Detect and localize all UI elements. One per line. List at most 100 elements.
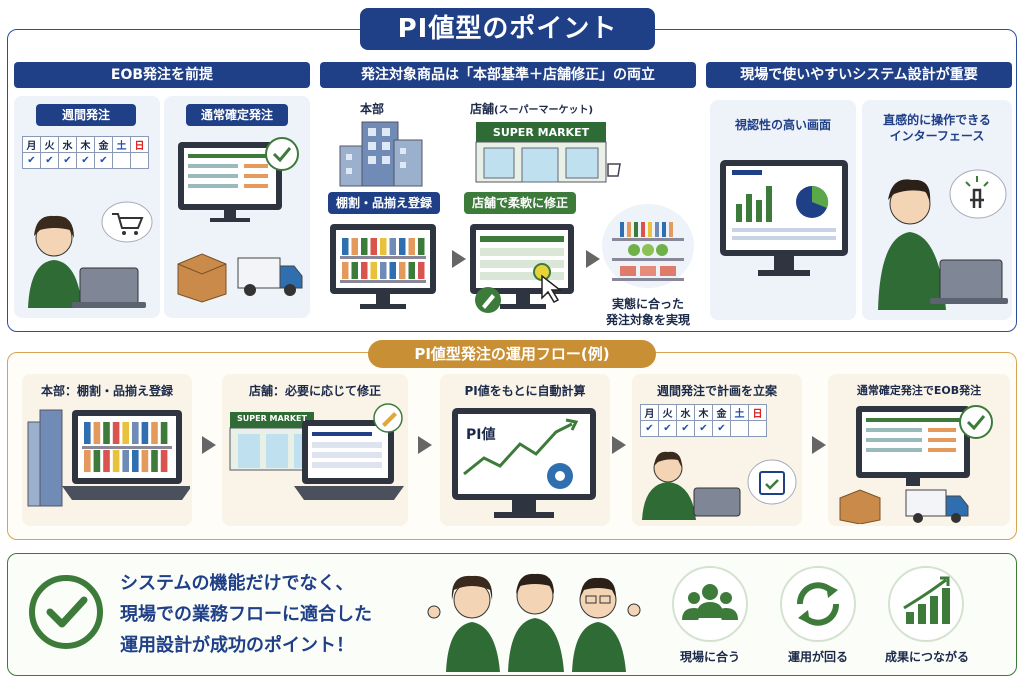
calendar-empty-cell (730, 420, 749, 437)
product-bottle (627, 222, 631, 237)
check-icon: ✔ (40, 152, 59, 169)
calendar-day: 火 (40, 136, 59, 153)
flow-step-3-label: PI値をもとに自動計算 (464, 384, 586, 398)
product-bottle (151, 422, 158, 444)
check-icon: ✔ (658, 420, 677, 437)
flow-step-4-label: 週間発注で計画を立案 (656, 384, 777, 398)
regular-card: 通常確定発注 (164, 96, 310, 318)
flow-header: PI値型発注の運用フロー(例) (368, 340, 656, 368)
product-bottle (399, 262, 406, 279)
check-icon: ✔ (712, 420, 731, 437)
product-bottle (132, 422, 139, 444)
product-bottle (370, 262, 377, 279)
product-bottle (399, 238, 406, 255)
calendar-day: 火 (658, 404, 677, 421)
store-sign: SUPER MARKET (492, 126, 590, 139)
check-icon: ✔ (76, 152, 95, 169)
calendar-empty-cell (748, 420, 767, 437)
flow-step-2: 店舗：必要に応じて修正 SUPER MARKET (222, 374, 408, 526)
product-bottle (641, 222, 645, 237)
icon-label-1: 現場に合う (679, 650, 740, 664)
dashboard-monitor-illustration (720, 160, 848, 276)
flow-arrow-3 (202, 436, 216, 454)
flow-arrow-4 (418, 436, 432, 454)
product-bottle (160, 450, 168, 472)
product-bottle (112, 450, 120, 472)
check-icon: ✔ (58, 152, 77, 169)
flow-step-1-label: 本部：棚割・品揃え登録 (40, 384, 173, 398)
product-bottle (620, 222, 624, 237)
growth-chart-icon (888, 566, 964, 642)
product-bottle (342, 262, 349, 279)
check-icon: ✔ (94, 152, 113, 169)
system-header: 現場で使いやすいシステム設計が重要 (706, 62, 1012, 88)
edit-monitor-illustration (470, 224, 574, 313)
product-bottle (151, 450, 158, 472)
flow-step-5-label: 通常確定発注でEOB発注 (856, 384, 982, 397)
flow-step-5: 通常確定発注でEOB発注 (828, 374, 1010, 526)
people-icon (672, 566, 748, 642)
flow-arrow-1 (452, 250, 466, 268)
summary-line-3: 運用設計が成功のポイント！ (120, 635, 354, 656)
product-bottle (84, 422, 91, 444)
flow-step-4: 週間発注で計画を立案 月火水木金土日 ✔✔✔✔✔ (632, 374, 802, 526)
pi-chart-monitor-illustration (452, 408, 596, 518)
product-bottle (342, 238, 349, 255)
cycle-icon (780, 566, 856, 642)
flow-store-sign: SUPER MARKET (237, 414, 307, 423)
product-bottle (370, 238, 377, 255)
hq-building-illustration (339, 121, 423, 187)
icon-label-3: 成果につながる (884, 650, 969, 664)
check-icon: ✔ (640, 420, 659, 437)
product-bottle (669, 222, 673, 237)
flow-step-2-label: 店舗：必要に応じて修正 (248, 384, 381, 398)
regular-label: 通常確定発注 (186, 104, 288, 126)
staff-trio-illustration (427, 573, 641, 672)
modify-label: 店舗で柔軟に修正 (464, 192, 576, 214)
flow-step-1: 本部：棚割・品揃え登録 (22, 374, 192, 526)
product-bottle (648, 222, 652, 237)
calendar-day: 水 (58, 136, 77, 153)
product-bottle (351, 262, 358, 279)
product-bottle (93, 450, 101, 472)
operator-laptop-illustration (878, 169, 1008, 310)
page-title: PI値型のポイント (360, 8, 655, 50)
check-icon: ✔ (22, 152, 41, 169)
summary-message: システムの機能だけでなく、 現場での業務フローに適合した 運用設計が成功のポイン… (120, 568, 420, 661)
product-bottle (361, 262, 368, 279)
calendar-day: 木 (76, 136, 95, 153)
intuitive-card: 直感的に操作できる インターフェース (862, 100, 1012, 320)
calendar-empty-cell (112, 152, 131, 169)
calendar-day: 金 (712, 404, 731, 421)
calendar-day: 金 (94, 136, 113, 153)
summary-line-1: システムの機能だけでなく、 (120, 573, 354, 594)
shelf-monitor-illustration (330, 224, 436, 309)
store-laptop-illustration (229, 403, 404, 500)
product-bottle (103, 422, 110, 444)
cart-bubble-icon (101, 201, 153, 243)
weekly-card: 週間発注 月火水木金土日 ✔✔✔✔✔ (14, 96, 160, 318)
planner-illustration (642, 451, 797, 520)
product-bottle (122, 422, 129, 444)
flow-arrow-6 (812, 436, 826, 454)
monitor-list-illustration (178, 137, 299, 222)
hq-laptop-illustration (27, 409, 190, 507)
calendar-day: 月 (640, 404, 659, 421)
product-bottle (132, 450, 139, 472)
calendar-day: 水 (676, 404, 695, 421)
product-bottle (84, 450, 91, 472)
product-bottle (418, 238, 425, 255)
check-icon: ✔ (676, 420, 695, 437)
product-bottle (361, 238, 368, 255)
pi-chart-label: PI値 (466, 427, 496, 443)
shelf-label: 棚割・品揃え登録 (328, 192, 440, 214)
product-bottle (408, 238, 415, 255)
intuitive-label: 直感的に操作できる インターフェース (883, 113, 991, 143)
flow-step-3: PI値をもとに自動計算 PI値 (440, 374, 610, 526)
product-bottle (380, 238, 387, 255)
store-label: 店舗(スーパーマーケット) (470, 102, 594, 116)
result-label: 実態に合った 発注対象を実現 (605, 297, 690, 327)
product-bottle (122, 450, 129, 472)
calendar-day: 日 (130, 136, 149, 153)
weekly-label: 週間発注 (36, 104, 136, 126)
